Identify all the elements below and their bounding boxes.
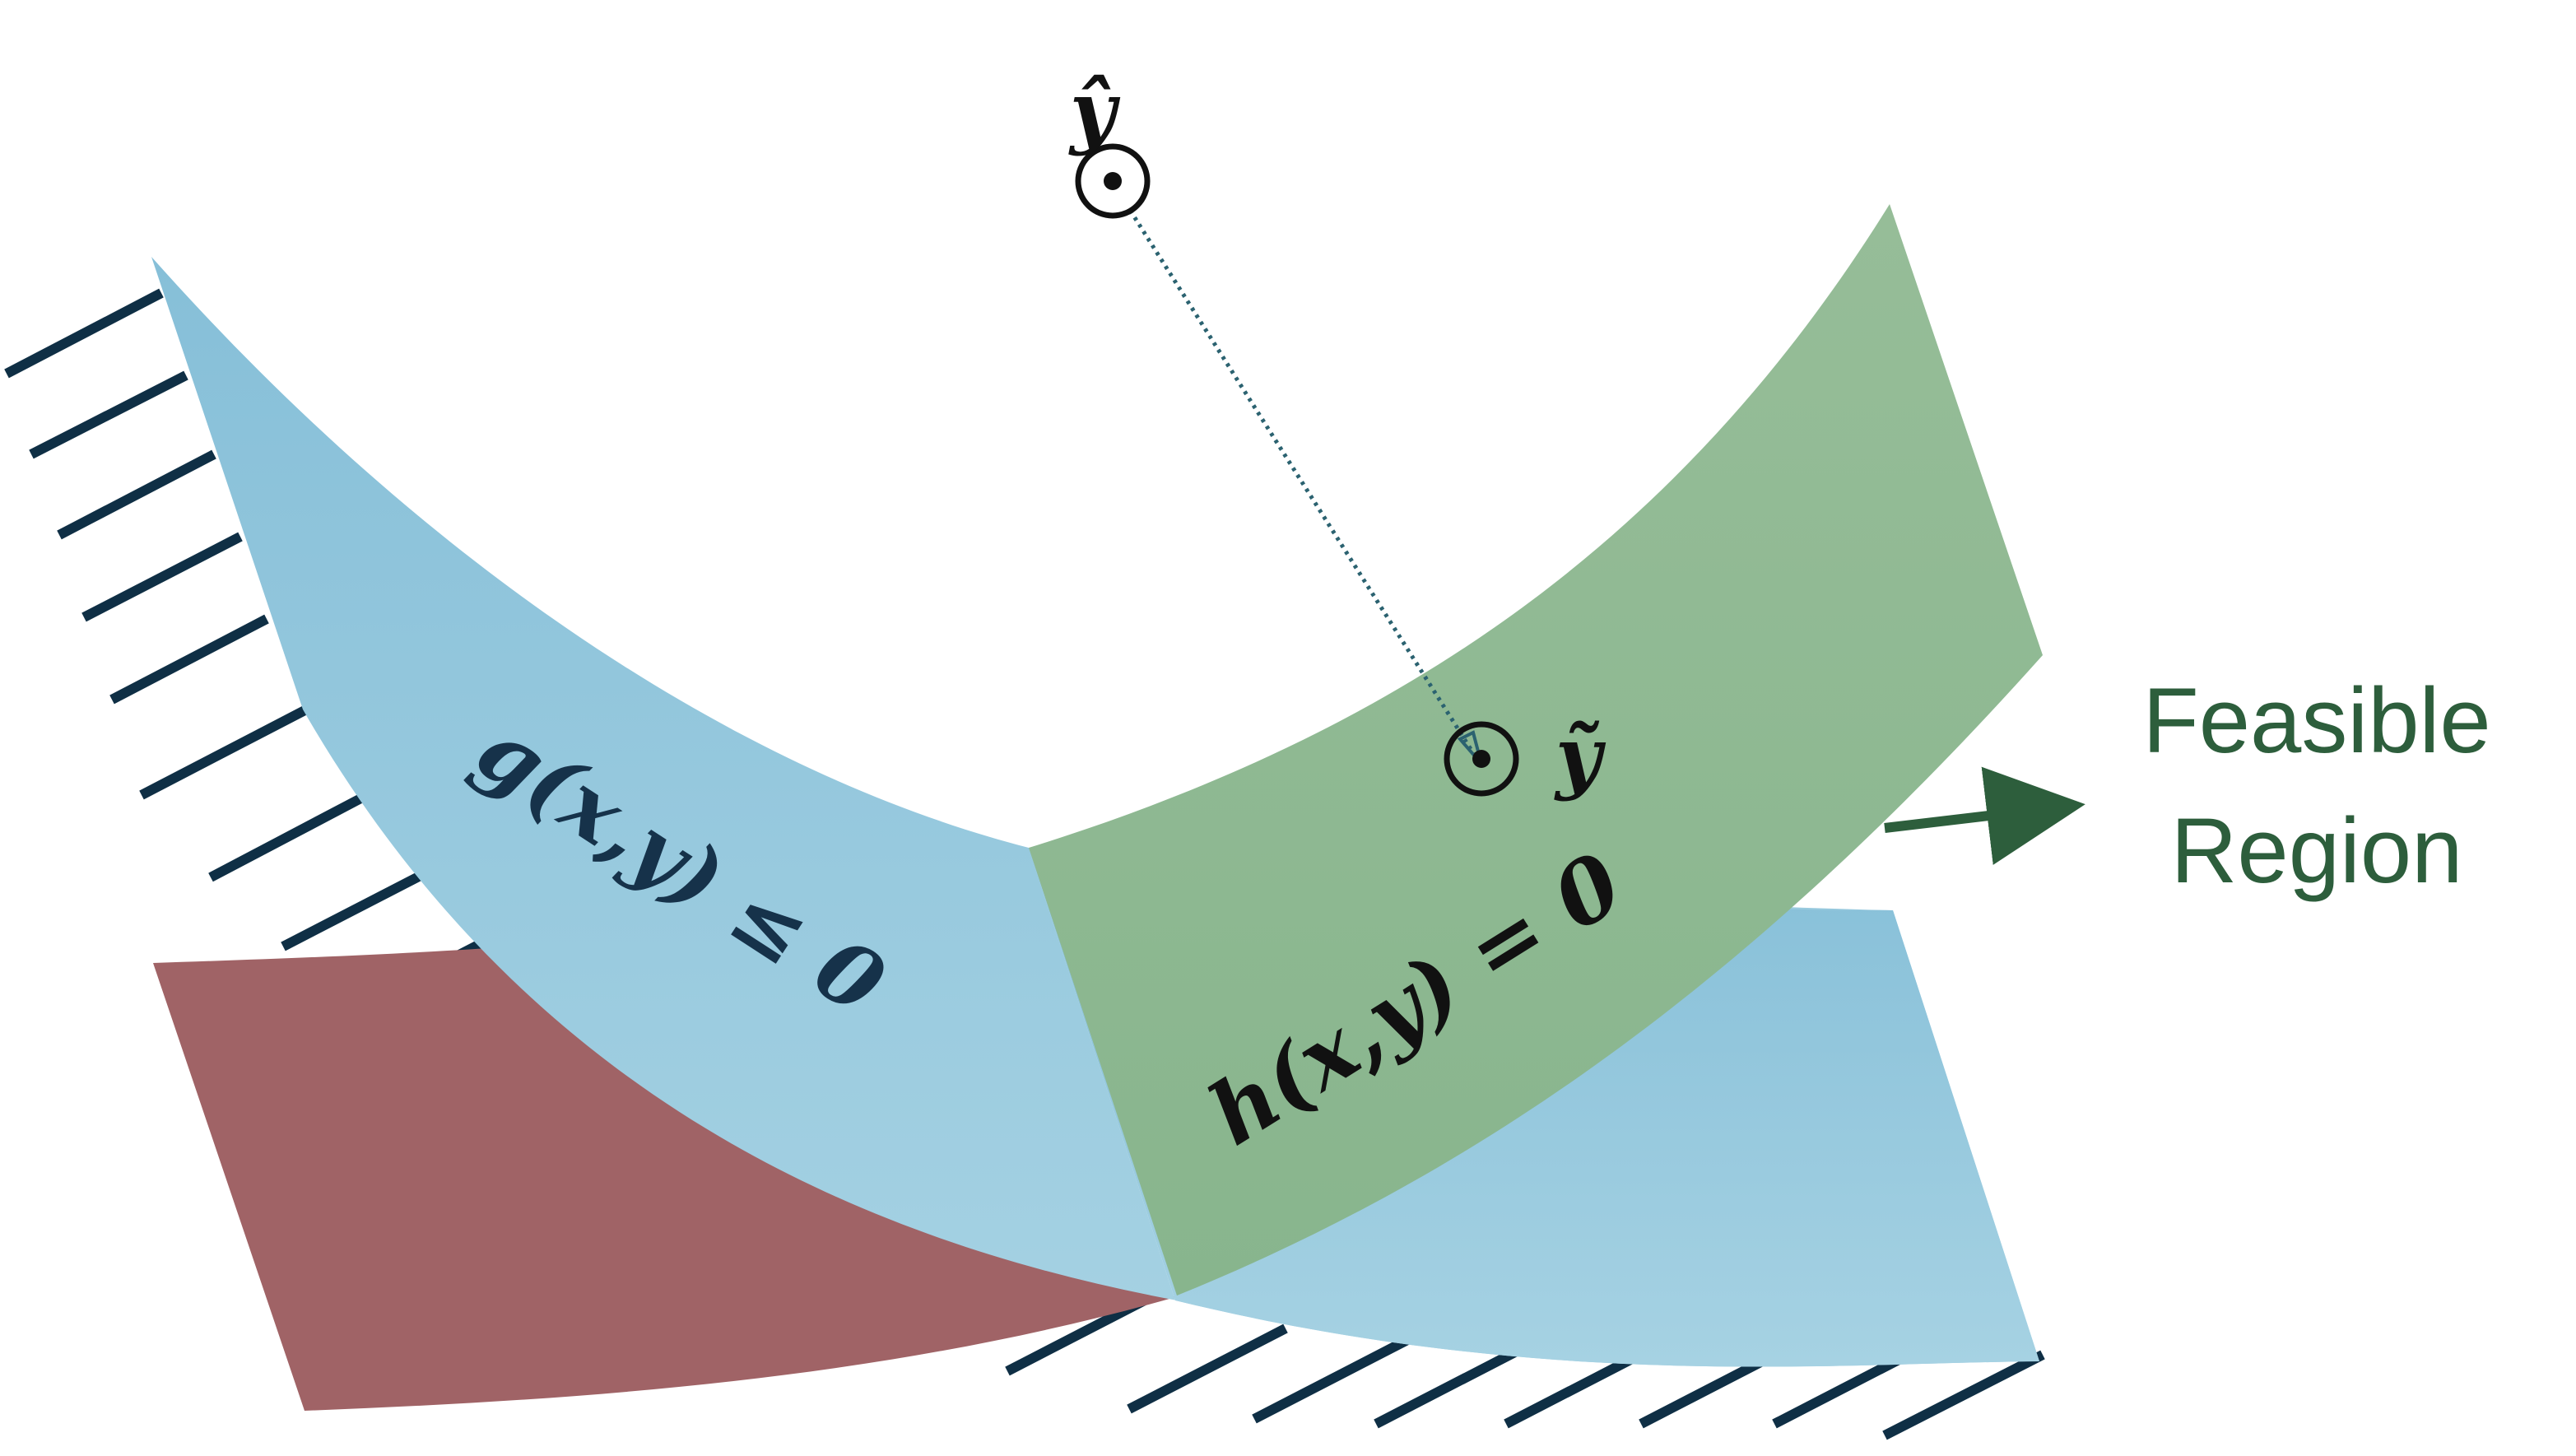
infeasible-surface: [153, 935, 1175, 1411]
prediction-label: ŷ: [1068, 64, 1121, 157]
prediction-point-icon: [1075, 143, 1151, 219]
projection-arrowhead: [1457, 730, 1483, 765]
projection-line: [1110, 181, 1477, 757]
projection-point-icon: [1444, 721, 1519, 797]
equality-surface: [1029, 204, 2043, 1296]
projection-label: ỹ: [1554, 709, 1607, 802]
feasible-label-line1: Feasible: [2142, 669, 2490, 772]
feasible-label-line2: Region: [2171, 799, 2463, 902]
feasible-arrow-icon: [1884, 766, 2085, 865]
